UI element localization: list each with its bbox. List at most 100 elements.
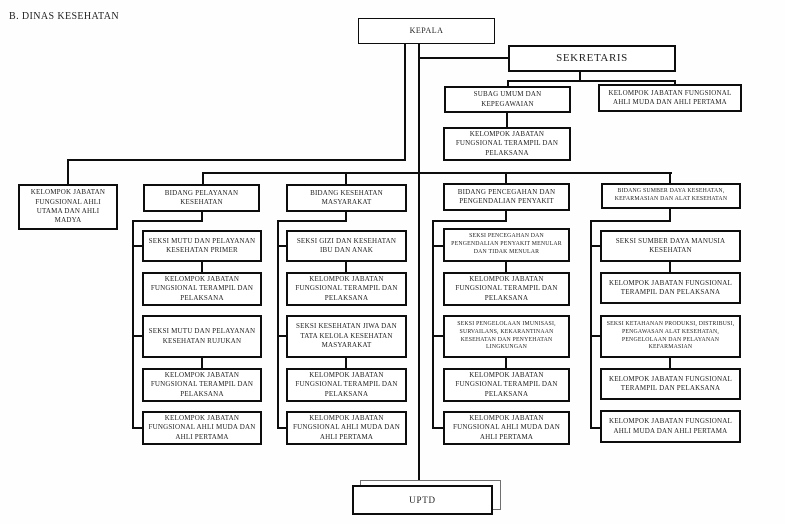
- connector: [418, 43, 420, 483]
- bidang-1-box-2: KELOMPOK JABATAN FUNGSIONAL TERAMPIL DAN…: [142, 272, 262, 306]
- bidang-3-box-3: SEKSI PENGELOLAAN IMUNISASI, SURVAILANS,…: [443, 315, 570, 358]
- connector: [277, 220, 279, 429]
- box-kjf-ahli-muda-pertama-sekretariat: KELOMPOK JABATAN FUNGSIONAL AHLI MUDA DA…: [598, 84, 742, 112]
- box-kepala-label: KEPALA: [409, 25, 444, 35]
- bidang-4-box-2: KELOMPOK JABATAN FUNGSIONAL TERAMPIL DAN…: [600, 272, 741, 304]
- bidang-2-box-5: KELOMPOK JABATAN FUNGSIONAL AHLI MUDA DA…: [286, 411, 407, 445]
- connector: [67, 159, 69, 185]
- bidang-4-box-5-label: KELOMPOK JABATAN FUNGSIONAL AHLI MUDA DA…: [608, 417, 733, 435]
- bidang-3-box-4-label: KELOMPOK JABATAN FUNGSIONAL TERAMPIL DAN…: [455, 370, 558, 398]
- box-subag-label: SUBAG UMUM DAN KEPEGAWAIAN: [473, 90, 542, 108]
- page-title: B. DINAS KESEHATAN: [9, 11, 120, 22]
- bidang-1-box-1-label: SEKSI MUTU DAN PELAYANAN KESEHATAN PRIME…: [148, 236, 256, 254]
- box-sekretaris-label: SEKRETARIS: [556, 52, 628, 65]
- connector: [277, 245, 286, 247]
- box-kjf-ahli-utama-madya: KELOMPOK JABATAN FUNGSIONAL AHLI UTAMA D…: [18, 184, 118, 230]
- connector: [277, 335, 286, 337]
- bidang-4-box-4-label: KELOMPOK JABATAN FUNGSIONAL TERAMPIL DAN…: [608, 374, 733, 392]
- bidang-3-box-2-label: KELOMPOK JABATAN FUNGSIONAL TERAMPIL DAN…: [455, 274, 558, 302]
- bidang-3-box-2: KELOMPOK JABATAN FUNGSIONAL TERAMPIL DAN…: [443, 272, 570, 306]
- box-kjf-ahli-utama-madya-label: KELOMPOK JABATAN FUNGSIONAL AHLI UTAMA D…: [30, 188, 106, 225]
- connector: [669, 261, 671, 272]
- connector: [505, 357, 507, 368]
- connector: [507, 80, 676, 82]
- connector: [590, 220, 592, 429]
- connector: [432, 220, 434, 429]
- connector: [201, 357, 203, 368]
- connector: [432, 220, 507, 222]
- connector: [67, 159, 406, 161]
- bidang-1-box-3: SEKSI MUTU DAN PELAYANAN KESEHATAN RUJUK…: [142, 315, 262, 358]
- bidang-2-box-3-label: SEKSI KESEHATAN JIWA DAN TATA KELOLA KES…: [296, 322, 397, 350]
- bidang-1-box-3-label: SEKSI MUTU DAN PELAYANAN KESEHATAN RUJUK…: [148, 327, 256, 345]
- bidang-4-box-4: KELOMPOK JABATAN FUNGSIONAL TERAMPIL DAN…: [600, 368, 741, 400]
- connector: [132, 245, 142, 247]
- bidang-3-box-1-label: SEKSI PENCEGAHAN DAN PENGENDALIAN PENYAK…: [451, 233, 562, 255]
- connector: [202, 172, 672, 174]
- connector: [669, 357, 671, 368]
- connector: [506, 112, 508, 127]
- connector: [432, 245, 443, 247]
- bidang-1-box-5-label: KELOMPOK JABATAN FUNGSIONAL AHLI MUDA DA…: [148, 413, 256, 441]
- bidang-4-box-2-label: KELOMPOK JABATAN FUNGSIONAL TERAMPIL DAN…: [608, 278, 733, 296]
- bidang-1-header: BIDANG PELAYANAN KESEHATAN: [143, 184, 260, 212]
- box-sekretaris: SEKRETARIS: [508, 45, 676, 72]
- connector: [590, 245, 600, 247]
- connector: [345, 172, 347, 184]
- bidang-4-header: BIDANG SUMBER DAYA KESEHATAN, KEFARMASIA…: [601, 183, 741, 209]
- bidang-4-header-label: BIDANG SUMBER DAYA KESEHATAN, KEFARMASIA…: [614, 188, 728, 202]
- connector: [345, 261, 347, 272]
- connector: [132, 427, 142, 429]
- box-kjf-terampil-sekretariat-label: KELOMPOK JABATAN FUNGSIONAL TERAMPIL DAN…: [455, 129, 559, 157]
- bidang-4-box-5: KELOMPOK JABATAN FUNGSIONAL AHLI MUDA DA…: [600, 410, 741, 443]
- bidang-2-box-3: SEKSI KESEHATAN JIWA DAN TATA KELOLA KES…: [286, 315, 407, 358]
- bidang-3-box-5-label: KELOMPOK JABATAN FUNGSIONAL AHLI MUDA DA…: [452, 413, 560, 441]
- connector: [505, 210, 507, 222]
- connector: [432, 335, 443, 337]
- connector: [404, 43, 406, 161]
- bidang-2-header: BIDANG KESEHATAN MASYARAKAT: [286, 184, 407, 212]
- connector: [590, 220, 671, 222]
- bidang-2-box-4: KELOMPOK JABATAN FUNGSIONAL TERAMPIL DAN…: [286, 368, 407, 402]
- bidang-3-box-5: KELOMPOK JABATAN FUNGSIONAL AHLI MUDA DA…: [443, 411, 570, 445]
- bidang-2-header-label: BIDANG KESEHATAN MASYARAKAT: [310, 188, 383, 206]
- box-uptd-label: UPTD: [409, 494, 436, 505]
- connector: [345, 211, 347, 222]
- bidang-2-box-2-label: KELOMPOK JABATAN FUNGSIONAL TERAMPIL DAN…: [295, 274, 398, 302]
- bidang-3-header: BIDANG PENCEGAHAN DAN PENGENDALIAN PENYA…: [443, 183, 570, 211]
- box-kepala: KEPALA: [358, 18, 495, 44]
- bidang-4-box-1-label: SEKSI SUMBER DAYA MANUSIA KESEHATAN: [615, 236, 726, 254]
- box-uptd: UPTD: [352, 485, 493, 515]
- bidang-1-box-1: SEKSI MUTU DAN PELAYANAN KESEHATAN PRIME…: [142, 230, 262, 262]
- connector: [345, 357, 347, 368]
- bidang-3-box-3-label: SEKSI PENGELOLAAN IMUNISASI, SURVAILANS,…: [457, 320, 556, 351]
- connector: [201, 211, 203, 222]
- bidang-3-box-1: SEKSI PENCEGAHAN DAN PENGENDALIAN PENYAK…: [443, 228, 570, 262]
- connector: [590, 427, 600, 429]
- bidang-3-box-4: KELOMPOK JABATAN FUNGSIONAL TERAMPIL DAN…: [443, 368, 570, 402]
- connector: [669, 208, 671, 222]
- connector: [590, 335, 600, 337]
- bidang-4-box-1: SEKSI SUMBER DAYA MANUSIA KESEHATAN: [600, 230, 741, 262]
- bidang-1-header-label: BIDANG PELAYANAN KESEHATAN: [164, 188, 239, 206]
- connector: [669, 172, 671, 184]
- box-kjf-terampil-sekretariat: KELOMPOK JABATAN FUNGSIONAL TERAMPIL DAN…: [443, 127, 571, 161]
- bidang-4-box-3: SEKSI KETAHANAN PRODUKSI, DISTRIBUSI, PE…: [600, 315, 741, 358]
- bidang-2-box-4-label: KELOMPOK JABATAN FUNGSIONAL TERAMPIL DAN…: [295, 370, 398, 398]
- bidang-1-box-4: KELOMPOK JABATAN FUNGSIONAL TERAMPIL DAN…: [142, 368, 262, 402]
- connector: [277, 220, 347, 222]
- connector: [132, 335, 142, 337]
- connector: [579, 71, 581, 82]
- connector: [202, 172, 204, 184]
- bidang-3-header-label: BIDANG PENCEGAHAN DAN PENGENDALIAN PENYA…: [457, 187, 556, 205]
- bidang-2-box-1: SEKSI GIZI DAN KESEHATAN IBU DAN ANAK: [286, 230, 407, 262]
- bidang-1-box-4-label: KELOMPOK JABATAN FUNGSIONAL TERAMPIL DAN…: [150, 370, 254, 398]
- connector: [505, 261, 507, 272]
- connector: [132, 220, 203, 222]
- connector: [132, 220, 134, 429]
- connector: [277, 427, 286, 429]
- connector: [201, 261, 203, 272]
- bidang-2-box-1-label: SEKSI GIZI DAN KESEHATAN IBU DAN ANAK: [296, 236, 397, 254]
- bidang-4-box-3-label: SEKSI KETAHANAN PRODUKSI, DISTRIBUSI, PE…: [606, 320, 735, 351]
